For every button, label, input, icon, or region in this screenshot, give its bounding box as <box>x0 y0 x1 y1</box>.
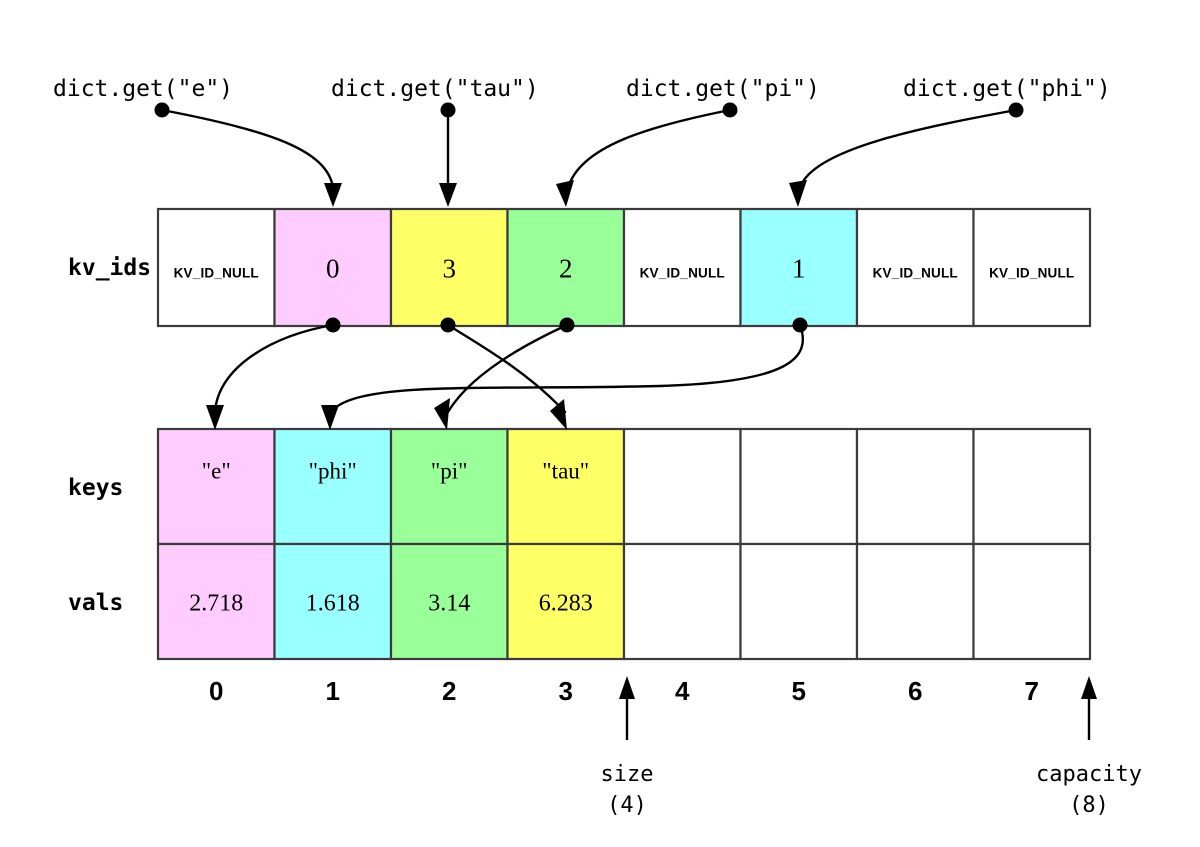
vals-cell-1 <box>273 542 393 661</box>
vals-cell-6 <box>855 542 975 661</box>
call-label-pi: dict.get("pi") <box>626 76 820 102</box>
call-label-e: dict.get("e") <box>53 76 233 102</box>
link-arrowhead-kv2 <box>550 399 567 430</box>
kv-ids-value-7: KV_ID_NULL <box>989 266 1074 281</box>
capacity-value: (8) <box>1069 793 1109 818</box>
kv-ids-value-4: KV_ID_NULL <box>640 266 725 281</box>
link-kv1-to-slot0 <box>213 323 335 414</box>
kv-ids-cell-7 <box>972 207 1092 328</box>
kv-ids-value-0: KV_ID_NULL <box>174 266 259 281</box>
row-label-kv-ids: kv_ids <box>68 255 151 281</box>
kv-ids-value-1: 0 <box>326 254 340 284</box>
capacity-marker-group: capacity (8) <box>1036 676 1142 818</box>
kv-ids-cell-2 <box>389 207 509 328</box>
keys-array: "e" "phi" "pi" "tau" <box>156 427 1092 546</box>
call-arrowhead-pi <box>556 180 574 207</box>
keys-cell-7 <box>972 427 1092 546</box>
index-label-2: 2 <box>442 676 456 706</box>
link-kv2-to-slot3 <box>446 323 567 414</box>
keys-cell-5 <box>739 427 859 546</box>
call-source-dots <box>154 102 1024 118</box>
kv-ids-array: KV_ID_NULL 0 3 2 KV_ID_NULL 1 KV_ID_NULL KV_ID_… <box>156 207 1092 328</box>
kv-ids-value-2: 3 <box>443 254 457 284</box>
call-label-tau: dict.get("tau") <box>331 76 539 102</box>
link-kv3-to-slot2 <box>446 323 569 414</box>
kv-ids-cell-3 <box>506 207 626 328</box>
capacity-label: capacity <box>1036 762 1142 787</box>
row-label-keys: keys <box>68 475 123 501</box>
index-label-5: 5 <box>792 676 806 706</box>
vals-value-2: 3.14 <box>428 591 470 617</box>
kv-to-keys-connectors <box>206 317 808 430</box>
kv-ids-value-6: KV_ID_NULL <box>873 266 958 281</box>
link-arrowhead-kv5 <box>321 405 339 430</box>
index-label-1: 1 <box>326 676 340 706</box>
call-connector-e <box>160 108 335 190</box>
kv-ids-value-5: 1 <box>792 254 806 284</box>
keys-cell-4 <box>622 427 742 546</box>
vals-value-1: 1.618 <box>306 591 360 617</box>
size-label: size <box>601 762 654 787</box>
call-connector-phi <box>798 108 1018 190</box>
call-label-phi: dict.get("phi") <box>903 76 1111 102</box>
call-connector-pi <box>566 108 732 190</box>
link-arrowhead-kv3 <box>434 398 450 430</box>
index-labels: 0 1 2 3 4 5 6 7 <box>209 676 1039 706</box>
keys-value-0: "e" <box>202 459 231 484</box>
vals-array: 2.718 1.618 3.14 6.283 <box>156 542 1092 661</box>
vals-value-0: 2.718 <box>189 591 243 617</box>
keys-value-1: "phi" <box>309 459 357 484</box>
call-arrowhead-tau <box>439 183 457 207</box>
keys-cell-3 <box>506 427 626 546</box>
call-arrowhead-phi <box>789 180 807 207</box>
kv-ids-cell-4 <box>622 207 742 328</box>
index-label-6: 6 <box>908 676 922 706</box>
call-connectors-group <box>160 108 1018 207</box>
call-arrowhead-e <box>324 183 342 207</box>
capacity-arrow-head <box>1081 676 1097 699</box>
vals-value-3: 6.283 <box>539 591 593 617</box>
keys-cell-6 <box>855 427 975 546</box>
vals-cell-5 <box>739 542 859 661</box>
kv-ids-value-3: 2 <box>559 254 573 284</box>
keys-cell-1 <box>273 427 393 546</box>
vals-cell-3 <box>506 542 626 661</box>
keys-value-2: "pi" <box>431 459 468 484</box>
size-value: (4) <box>607 793 647 818</box>
keys-cell-0 <box>156 427 276 546</box>
link-arrowhead-kv1 <box>206 405 224 430</box>
index-label-3: 3 <box>559 676 573 706</box>
link-kv5-to-slot1 <box>328 323 805 414</box>
vals-cell-2 <box>389 542 509 661</box>
call-labels-group: dict.get("e") dict.get("tau") dict.get("… <box>53 76 1111 102</box>
index-label-4: 4 <box>675 676 690 706</box>
kv-ids-cell-6 <box>855 207 975 328</box>
size-marker-group: size (4) <box>601 676 654 818</box>
vals-cell-7 <box>972 542 1092 661</box>
index-label-0: 0 <box>209 676 223 706</box>
keys-cell-2 <box>389 427 509 546</box>
size-arrow-head <box>619 676 635 699</box>
row-label-vals: vals <box>68 590 123 616</box>
index-label-7: 7 <box>1025 676 1039 706</box>
kv-ids-cell-1 <box>273 207 393 328</box>
vals-cell-4 <box>622 542 742 661</box>
keys-value-3: "tau" <box>542 459 589 484</box>
